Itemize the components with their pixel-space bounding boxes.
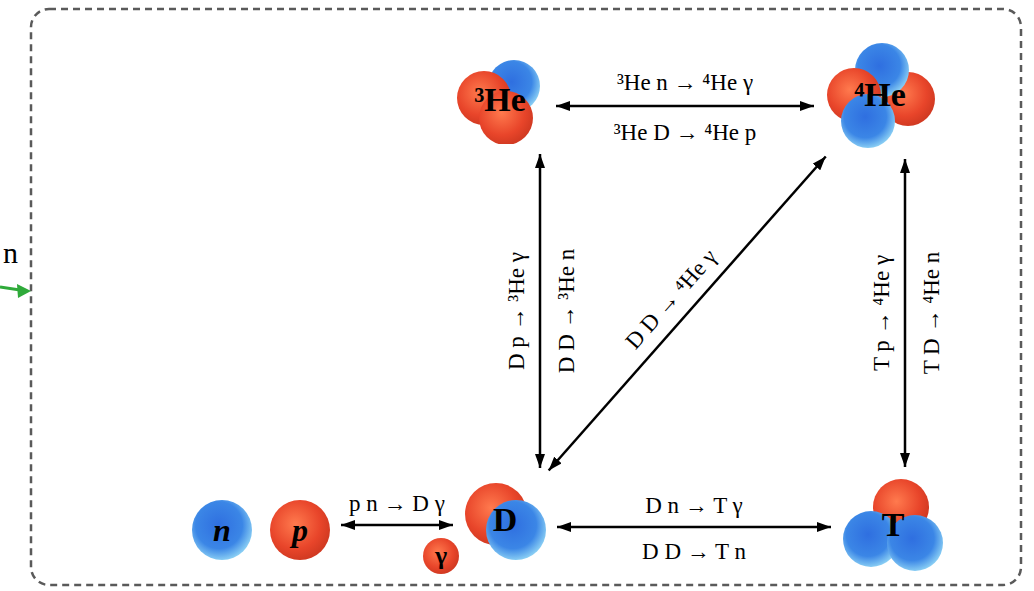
dashed-frame — [31, 9, 1021, 585]
pointer-arrow — [0, 287, 20, 290]
nucleus-symbol: ³He — [474, 83, 526, 117]
reaction-arrow — [341, 524, 453, 527]
reaction-label: D p → ³He γ — [504, 252, 529, 370]
nucleus-node: n — [191, 499, 253, 561]
nucleus-symbol: p — [292, 514, 308, 546]
reaction-arrow — [904, 159, 907, 467]
nucleus-symbol: D — [493, 503, 518, 537]
reaction-label: ³He D → ⁴He p — [614, 120, 757, 145]
reaction-label-holder: D D → T n — [642, 540, 746, 563]
nucleus-symbol: ⁴He — [854, 78, 906, 112]
reaction-label-holder: D n → T γ — [645, 494, 743, 517]
text-fragment: n — [3, 236, 18, 269]
reaction-arrow — [539, 154, 542, 468]
reaction-label: T p → ⁴He γ — [869, 255, 894, 371]
reaction-arrow — [549, 156, 826, 470]
reaction-label: ³He n → ⁴He γ — [617, 70, 753, 95]
reaction-label-holder: ³He D → ⁴He p — [614, 121, 757, 144]
reaction-label: D n → T γ — [645, 493, 743, 518]
nucleus-node: p — [269, 499, 331, 561]
reaction-arrow — [556, 105, 814, 108]
reaction-label-holder: D p → ³He γ — [505, 252, 528, 370]
nucleus-node: γ — [422, 537, 460, 575]
proton-ball — [423, 538, 459, 574]
neutron-ball — [192, 500, 252, 560]
pointer-arrow-head — [17, 284, 31, 298]
label-holder: n — [3, 238, 18, 268]
reaction-label-holder: T p → ⁴He γ — [870, 255, 893, 371]
nucleus-node: ³He — [454, 56, 546, 144]
reaction-label: T D → ⁴He n — [919, 252, 944, 375]
reaction-label-holder: T D → ⁴He n — [920, 252, 943, 375]
nucleus-symbol: n — [213, 514, 231, 546]
nucleus-node: T — [841, 477, 945, 573]
proton-ball — [270, 500, 330, 560]
reaction-label-holder: p n → D γ — [349, 492, 445, 515]
nucleus-node: D — [463, 478, 547, 562]
nucleus-node: ⁴He — [824, 41, 936, 149]
reaction-label: D D → ³He n — [554, 249, 579, 373]
reaction-label-holder: D D → ³He n — [555, 249, 578, 373]
neutron-ball — [486, 500, 546, 560]
reaction-arrow — [557, 526, 831, 529]
reaction-label: D D → T n — [642, 539, 746, 564]
nucleus-symbol: γ — [435, 543, 447, 569]
reaction-label: p n → D γ — [349, 491, 445, 516]
reaction-label-holder: ³He n → ⁴He γ — [617, 71, 753, 94]
nucleus-symbol: T — [882, 508, 905, 542]
